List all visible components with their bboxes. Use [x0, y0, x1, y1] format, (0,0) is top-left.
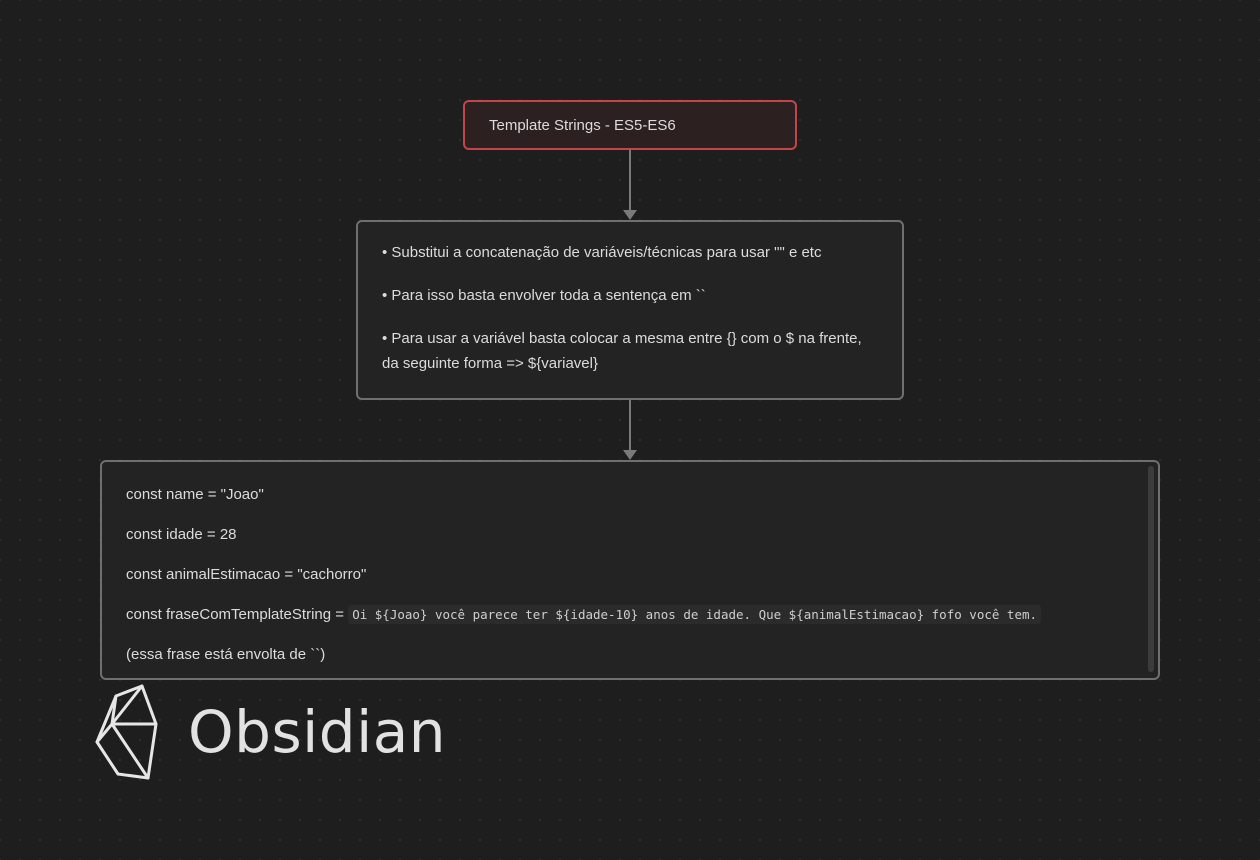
notes-item: • Para isso basta envolver toda a senten…	[382, 287, 706, 304]
notes-card[interactable]: • Substitui a concatenação de variáveis/…	[356, 220, 904, 400]
code-line: const name = "Joao"	[126, 486, 264, 503]
code-card-scrollbar[interactable]	[1148, 466, 1154, 672]
code-line: const animalEstimacao = "cachorro"	[126, 566, 367, 583]
inline-code: Oi ${Joao} você parece ter ${idade-10} a…	[348, 605, 1042, 624]
code-line: (essa frase está envolta de ``)	[126, 646, 326, 663]
notes-item: • Para usar a variável basta colocar a m…	[382, 330, 862, 372]
notes-item: • Substitui a concatenação de variáveis/…	[382, 244, 822, 261]
code-line: const fraseComTemplateString = Oi ${Joao…	[126, 602, 1134, 627]
code-card[interactable]: const name = "Joao" const idade = 28 con…	[100, 460, 1160, 680]
edge-title-to-notes[interactable]	[623, 150, 637, 220]
obsidian-logo-icon	[95, 684, 158, 780]
watermark-text: Obsidian	[188, 698, 447, 766]
code-line: const idade = 28	[126, 526, 237, 543]
edge-notes-to-code[interactable]	[623, 400, 637, 460]
code-line-prefix: const fraseComTemplateString =	[126, 606, 345, 623]
title-card[interactable]: Template Strings - ES5-ES6	[463, 100, 797, 150]
obsidian-watermark: Obsidian	[94, 684, 446, 780]
title-card-text: Template Strings - ES5-ES6	[489, 116, 676, 134]
